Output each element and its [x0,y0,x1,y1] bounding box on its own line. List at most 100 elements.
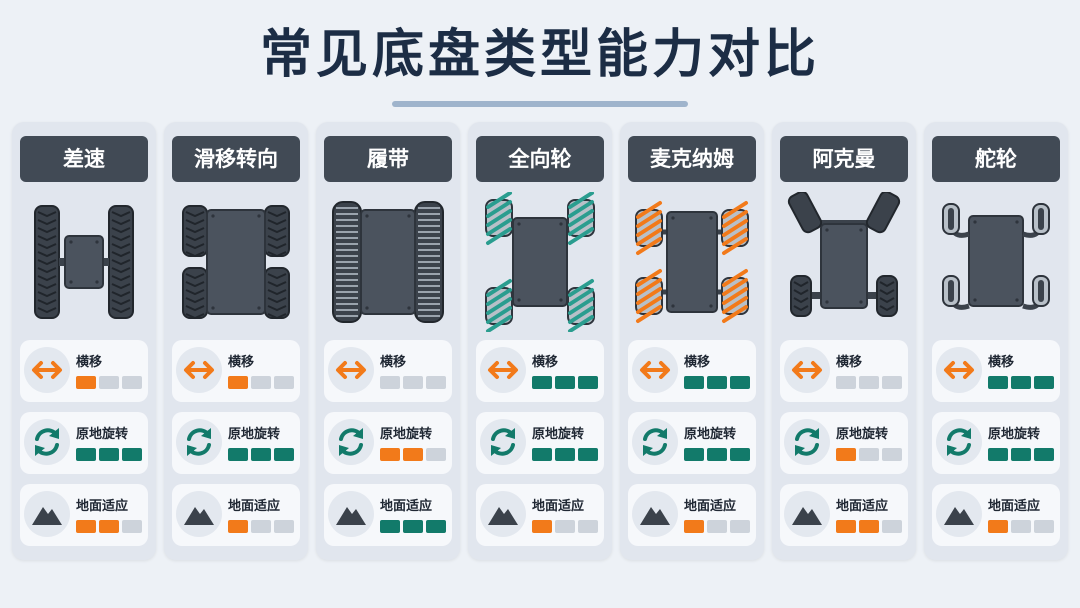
rating-segment-empty [707,520,727,533]
rating-segment-empty [380,376,400,389]
chassis-tire-graphic [182,205,290,320]
metric-label: 横移 [836,355,863,370]
wheel [264,267,290,320]
chassis-column: 滑移转向横移原地旋转地面适应 [164,122,308,560]
rating-segment-filled [532,376,552,389]
chassis-column: 麦克纳姆横移原地旋转地面适应 [620,122,764,560]
wheel [721,269,749,323]
rating-segment-empty [426,376,446,389]
wheel [182,267,208,320]
metric-row: 地面适应 [20,484,148,546]
chassis-body [968,215,1024,307]
rating-segment-empty [730,520,750,533]
rating-segment-filled [1034,448,1054,461]
rating-segment-filled [988,520,1008,533]
rating-segment-filled [684,376,704,389]
rating-segment-filled [76,376,96,389]
rating-segment-filled [578,376,598,389]
rating-segment-empty [882,448,902,461]
metric-row: 横移 [20,340,148,402]
rotate-icon [24,419,70,465]
rating-segment-filled [403,448,423,461]
metric-row: 地面适应 [476,484,604,546]
chassis-illustration [777,190,911,332]
chassis-body [64,235,104,289]
steer-wheel [865,190,901,234]
chassis-track-graphic [332,201,444,323]
rating-segment-filled [578,448,598,461]
mountain-icon [784,491,830,537]
metric-row: 原地旋转 [476,412,604,474]
rating-segment-filled [532,448,552,461]
rating-segment-empty [859,448,879,461]
rating-segment-filled [403,520,423,533]
metric-label: 地面适应 [228,499,281,514]
metric-row: 地面适应 [932,484,1060,546]
rating-segment-filled [730,448,750,461]
column-header: 舵轮 [932,136,1060,182]
steering-wheel-unit [1022,203,1050,238]
mountain-icon [176,491,222,537]
chassis-body [820,223,868,309]
wheel [635,269,663,323]
column-header: 全向轮 [476,136,604,182]
metric-label: 横移 [532,355,559,370]
rating-segment-filled [274,448,294,461]
chassis-illustration [473,191,607,333]
chassis-illustration [625,192,759,332]
mountain-icon [632,491,678,537]
mountain-icon [936,491,982,537]
rating-segment-filled [228,520,248,533]
chassis-ackermann-graphic [787,190,901,317]
arrows-icon [480,347,526,393]
metric-label: 原地旋转 [380,427,433,442]
rotate-icon [328,419,374,465]
metric-label: 原地旋转 [532,427,585,442]
rating-segment-filled [555,376,575,389]
rating-segment-filled [1034,376,1054,389]
metric-row: 地面适应 [628,484,756,546]
chassis-illustration [169,192,303,332]
rating-segment-filled [122,448,142,461]
arrows-icon [24,347,70,393]
metric-row: 原地旋转 [780,412,908,474]
rating-segment-filled [380,448,400,461]
wheel [182,205,208,258]
rating-segment-empty [555,520,575,533]
column-header: 麦克纳姆 [628,136,756,182]
rating-segment-filled [76,520,96,533]
metric-label: 地面适应 [836,499,889,514]
rating-segment-filled [707,376,727,389]
wheel [790,275,812,317]
metric-label: 横移 [380,355,407,370]
rating-segment-empty [882,520,902,533]
rating-segment-empty [836,376,856,389]
page-title: 常见底盘类型能力对比 [259,25,820,85]
wheel [34,205,60,319]
wheel [485,279,513,333]
rating-segment-filled [836,448,856,461]
metric-row: 地面适应 [172,484,300,546]
wheel [108,205,134,319]
metric-row: 横移 [628,340,756,402]
rating-segment-filled [1011,448,1031,461]
steering-wheel-unit [1022,275,1050,310]
metric-label: 原地旋转 [228,427,281,442]
rating-segment-empty [403,376,423,389]
track [332,201,362,323]
chassis-column: 舵轮横移原地旋转地面适应 [924,122,1068,560]
rotate-icon [936,419,982,465]
rotate-icon [176,419,222,465]
rating-segment-empty [274,376,294,389]
rating-segment-filled [76,448,96,461]
rating-segment-empty [1011,520,1031,533]
chassis-column: 阿克曼横移原地旋转地面适应 [772,122,916,560]
wheel [264,205,290,258]
metric-row: 横移 [780,340,908,402]
rating-segment-filled [1011,376,1031,389]
rating-segment-filled [251,448,271,461]
chassis-column: 履带横移原地旋转地面适应 [316,122,460,560]
rating-segment-filled [555,448,575,461]
rating-segment-filled [380,520,400,533]
metric-label: 原地旋转 [836,427,889,442]
